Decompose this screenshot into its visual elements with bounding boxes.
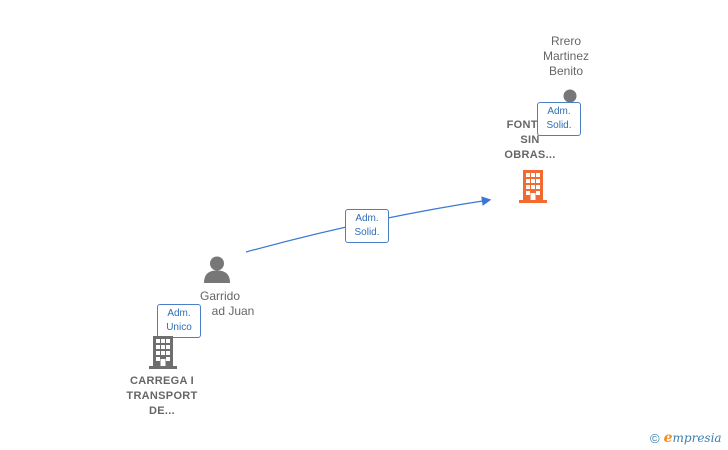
role-badge-middle[interactable]: Adm. Solid. — [345, 209, 389, 243]
brand-initial: e — [663, 430, 673, 446]
role-badge-top-line-1: Adm. — [547, 106, 571, 117]
empresia-logo: empresia — [664, 430, 722, 446]
person-mid-name-line-1: Garrido — [199, 289, 240, 303]
person-node-top-label[interactable]: Rrero Martinez Benito — [530, 34, 602, 79]
building-icon[interactable] — [148, 335, 178, 369]
company-bottom-name-line-3: DE... — [149, 405, 175, 417]
building-icon[interactable] — [518, 169, 548, 203]
role-badge-bottom-line-2: Unico — [166, 322, 192, 333]
person-icon[interactable] — [203, 255, 231, 283]
company-bottom-name-line-2: TRANSPORT — [126, 390, 198, 402]
empresia-watermark: © empresia — [650, 430, 722, 446]
person-node-mid-label[interactable]: Garrido ad Juan — [180, 289, 260, 319]
role-badge-bottom[interactable]: Adm. Unico — [157, 304, 201, 338]
company-top-name-line-3: OBRAS... — [504, 149, 556, 161]
person-top-name-line-1: Rrero — [550, 34, 581, 48]
role-badge-top[interactable]: Adm. Solid. — [537, 102, 581, 136]
role-badge-middle-line-2: Solid. — [354, 227, 380, 238]
role-badge-bottom-line-1: Adm. — [167, 308, 191, 319]
person-mid-name-line-2: ad Juan — [211, 304, 255, 318]
brand-rest: mpresia — [672, 431, 722, 445]
company-bottom-name-line-1: CARREGA I — [129, 375, 195, 387]
company-node-bottom-label[interactable]: CARREGA I TRANSPORT DE... — [112, 374, 212, 419]
company-top-name-line-2: SIN — [520, 134, 540, 146]
person-top-name-line-2: Martinez — [542, 49, 589, 63]
person-top-name-line-3: Benito — [548, 64, 584, 78]
role-badge-top-line-2: Solid. — [546, 120, 572, 131]
role-badge-middle-line-1: Adm. — [355, 213, 379, 224]
copyright-icon: © — [650, 430, 660, 446]
